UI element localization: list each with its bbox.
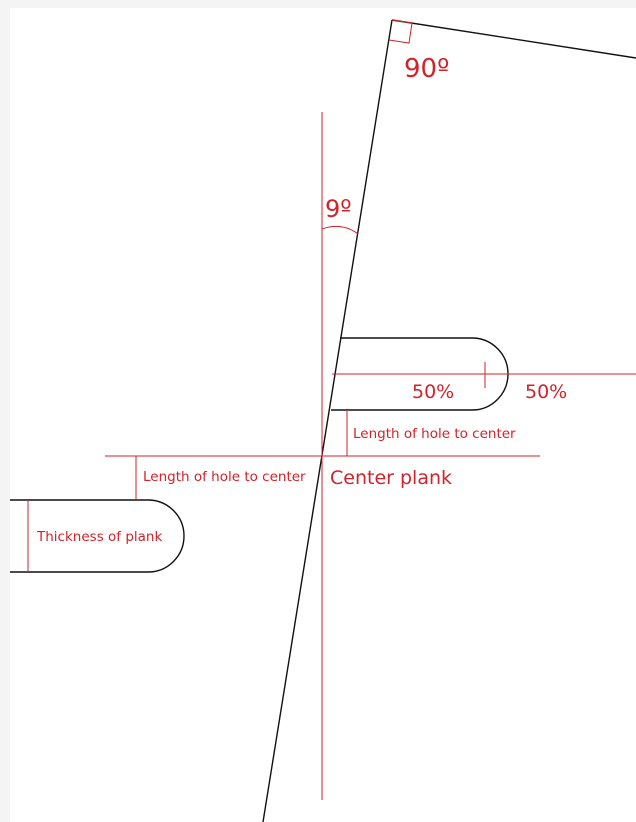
half-left-label: 50% (412, 381, 454, 403)
top-plank-edge (391, 19, 636, 59)
hole-to-center-upper-label: Length of hole to center (353, 426, 516, 442)
canvas (10, 8, 636, 822)
angle-arc (321, 225, 359, 235)
hole-to-center-lower-label: Length of hole to center (143, 469, 306, 485)
tilted-plank-edge (262, 19, 393, 822)
half-right-label: 50% (525, 381, 567, 403)
tilt-angle-label: 9º (325, 195, 352, 223)
thickness-label: Thickness of plank (36, 529, 162, 545)
right-angle-label: 90º (404, 54, 449, 84)
lower-plank-end (10, 499, 185, 573)
center-plank-label: Center plank (330, 467, 452, 489)
right-angle-marker (388, 19, 413, 44)
